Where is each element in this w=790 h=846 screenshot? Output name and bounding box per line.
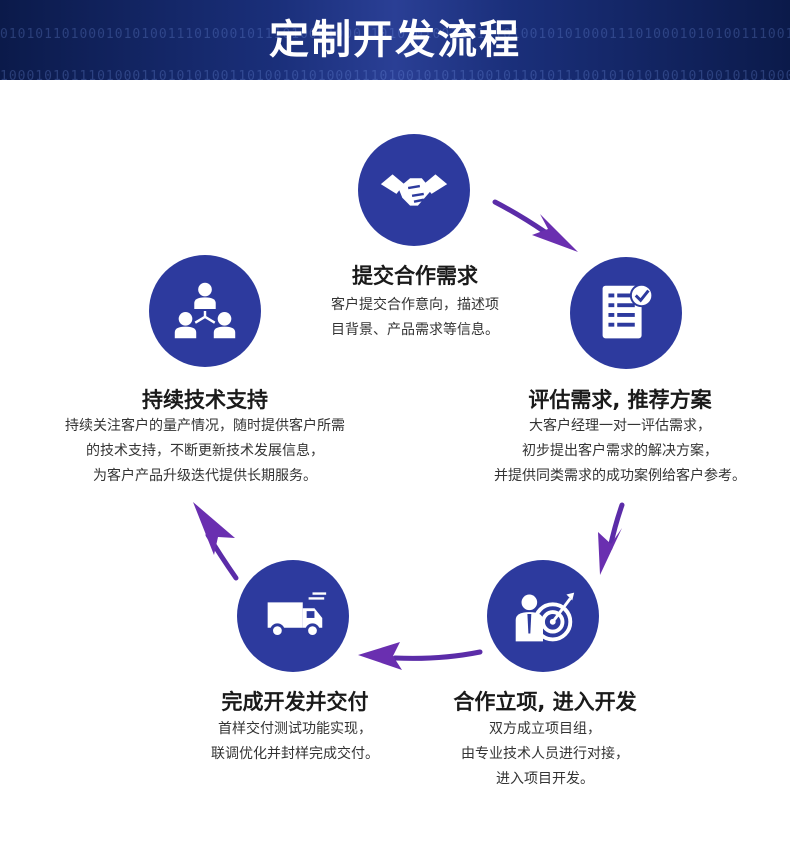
step-project-desc: 双方成立项目组， 由专业技术人员进行对接， 进入项目开发。: [461, 721, 629, 787]
step-deliver-title: 完成开发并交付: [221, 690, 369, 714]
step-deliver-desc: 首样交付测试功能实现， 联调优化并封样完成交付。: [211, 721, 379, 762]
step-submit-title: 提交合作需求: [352, 264, 478, 288]
handshake-icon: [358, 134, 470, 246]
team-network-icon: [149, 255, 261, 367]
arrow-submit-to-evaluate: [492, 199, 578, 252]
binary-background: 0101011010001010100111010001011101000100…: [0, 27, 790, 81]
arrow-project-to-deliver: [358, 642, 483, 670]
checklist-icon: [570, 257, 682, 369]
step-support-title: 持续技术支持: [142, 388, 268, 412]
step-submit-desc: 客户提交合作意向，描述项 目背景、产品需求等信息。: [331, 297, 499, 338]
arrow-deliver-to-support: [193, 502, 239, 581]
delivery-truck-icon: [237, 560, 349, 672]
target-person-icon: [487, 560, 599, 672]
step-evaluate-desc: 大客户经理一对一评估需求， 初步提出客户需求的解决方案， 并提供同类需求的成功案…: [494, 418, 746, 484]
arrow-evaluate-to-project: [598, 502, 625, 575]
page-title: 定制开发流程: [269, 17, 521, 63]
step-project-title: 合作立项, 进入开发: [453, 690, 637, 714]
step-evaluate-title: 评估需求, 推荐方案: [528, 388, 712, 412]
header-banner: 0101011010001010100111010001011101000100…: [0, 0, 790, 80]
step-support-desc: 持续关注客户的量产情况，随时提供客户所需 的技术支持，不断更新技术发展信息， 为…: [65, 418, 345, 484]
